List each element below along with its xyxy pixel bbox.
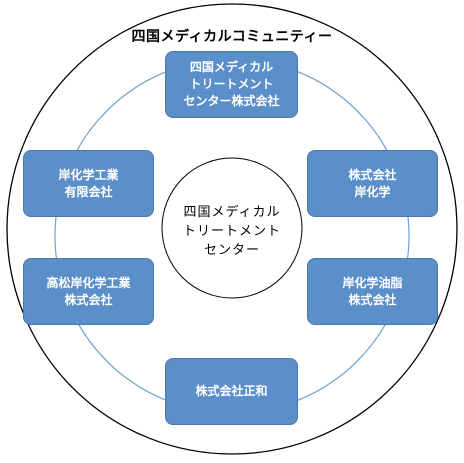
node-top: 四国メディカル トリートメント センター株式会社: [165, 51, 298, 118]
outer-community-circle: [6, 3, 458, 455]
node-upper-left: 岸化学工業 有限会社: [23, 150, 154, 217]
node-lower-left: 高松岸化学工業 株式会社: [23, 258, 154, 325]
node-lower-right: 岸化学油脂 株式会社: [307, 258, 438, 325]
diagram-title: 四国メディカルコミュニティー: [131, 29, 333, 45]
center-circle: [161, 157, 303, 299]
center-label: 四国メディカル トリートメント センター: [182, 205, 281, 258]
node-bottom: 株式会社正和: [165, 358, 298, 425]
node-upper-right: 株式会社 岸化学: [307, 150, 438, 217]
